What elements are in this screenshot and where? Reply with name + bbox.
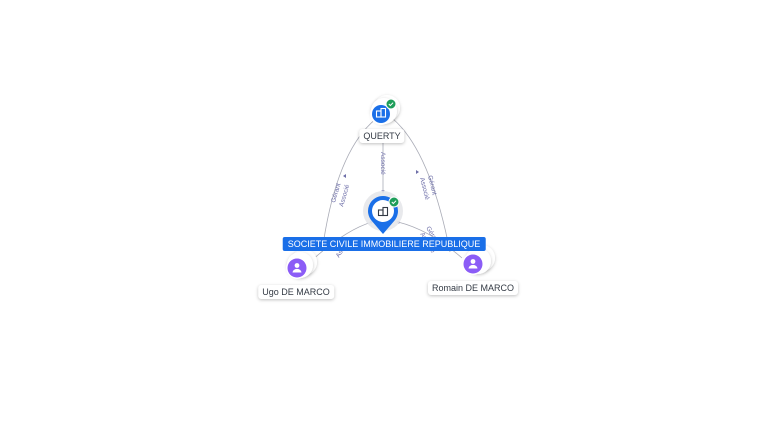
edge-ugo-center[interactable] bbox=[309, 220, 374, 263]
node-center[interactable] bbox=[363, 191, 403, 234]
edge-romain-center[interactable] bbox=[396, 220, 463, 259]
node-ugo[interactable] bbox=[286, 249, 317, 279]
edge-romain-querty[interactable] bbox=[391, 117, 451, 253]
edge-label-querty-center: Associé bbox=[379, 152, 386, 175]
node-ugo-disc bbox=[287, 258, 307, 278]
person-icon bbox=[468, 259, 478, 269]
node-querty[interactable] bbox=[370, 95, 400, 125]
edge-ugo-querty[interactable] bbox=[321, 117, 378, 253]
node-romain-disc bbox=[463, 254, 483, 274]
building-icon bbox=[375, 107, 387, 118]
node-label-ugo[interactable]: Ugo DE MARCO bbox=[258, 285, 334, 299]
node-label-center[interactable]: SOCIETE CIVILE IMMOBILIERE REPUBLIQUE bbox=[282, 237, 486, 251]
node-romain[interactable] bbox=[462, 245, 495, 275]
edges bbox=[309, 117, 463, 263]
check-badge-icon bbox=[388, 196, 400, 208]
arrow-tick bbox=[416, 170, 419, 174]
node-label-romain[interactable]: Romain DE MARCO bbox=[427, 281, 519, 295]
person-icon bbox=[292, 263, 302, 273]
arrow-tick bbox=[343, 174, 346, 178]
building-icon bbox=[377, 206, 389, 217]
check-badge-icon bbox=[385, 98, 397, 110]
node-label-querty[interactable]: QUERTY bbox=[359, 129, 405, 143]
edge-label-romain-querty-1: Gérant bbox=[426, 175, 438, 196]
